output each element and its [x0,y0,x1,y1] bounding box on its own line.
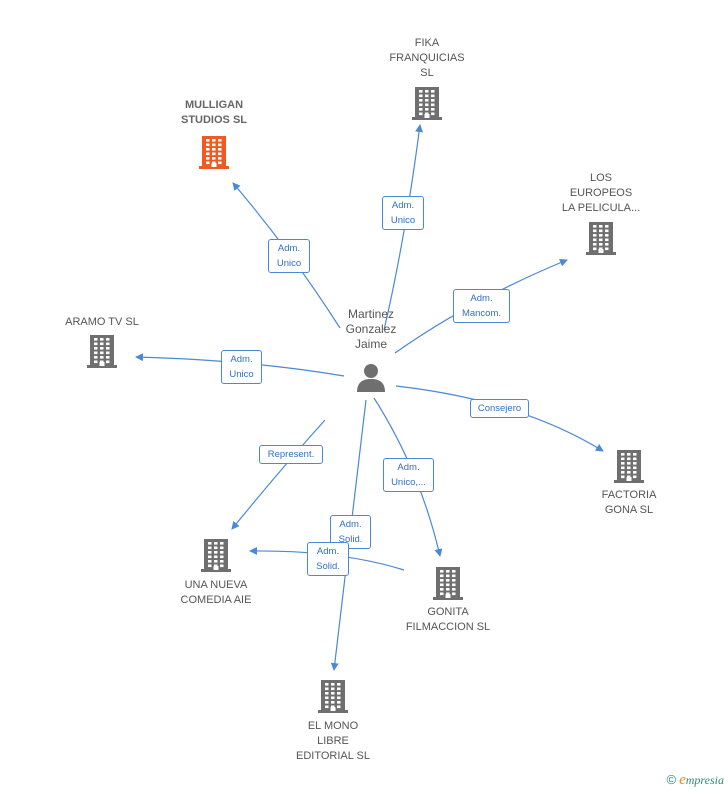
company-name-europeos[interactable]: LOS EUROPEOS LA PELICULA... [561,172,641,214]
company-name-factoria[interactable]: FACTORIA GONA SL [601,489,657,516]
edge-label-person-unanueva[interactable]: Represent. [259,445,323,464]
company-name-mulligan[interactable]: MULLIGAN STUDIOS SL [180,99,248,126]
building-icon[interactable] [201,538,231,577]
brand-name: mpresia [685,773,724,787]
company-name-aramo[interactable]: ARAMO TV SL [65,316,139,328]
building-icon[interactable] [586,221,616,260]
company-name-unanueva[interactable]: UNA NUEVA COMEDIA AIE [180,579,252,606]
edge-label-person-aramo[interactable]: Adm. Unico [221,350,262,384]
building-icon[interactable] [614,449,644,488]
edge-person-factoria [395,385,604,452]
edge-label-person-europeos[interactable]: Adm. Mancom. [453,289,510,323]
edge-label-gonita-unanueva[interactable]: Adm. Solid. [307,542,349,576]
copyright-symbol: © [666,772,677,787]
company-name-fika[interactable]: FIKA FRANQUICIAS SL [389,37,465,79]
company-name-elmono[interactable]: EL MONO LIBRE EDITORIAL SL [296,720,370,762]
edge-person-unanueva [231,419,326,530]
building-icon[interactable] [412,86,442,125]
building-icon[interactable] [433,566,463,605]
edge-person-fika [383,124,424,331]
person-icon[interactable] [356,362,386,397]
person-name[interactable]: Martinez Gonzalez Jaime [345,307,397,351]
building-icon[interactable] [199,135,229,174]
edge-label-person-elmono[interactable]: Adm. Solid. [330,515,371,549]
edge-label-person-gonita[interactable]: Adm. Unico,... [383,458,434,492]
brand-initial: e [679,772,686,788]
building-icon[interactable] [318,679,348,718]
edge-label-person-fika[interactable]: Adm. Unico [382,196,424,230]
brand-logo[interactable]: empresia [679,772,724,788]
building-icon[interactable] [87,334,117,373]
footer: ©empresia [667,772,725,789]
company-name-gonita[interactable]: GONITA FILMACCION SL [405,606,491,633]
edge-label-person-factoria[interactable]: Consejero [470,399,529,418]
edge-label-person-mulligan[interactable]: Adm. Unico [268,239,310,273]
